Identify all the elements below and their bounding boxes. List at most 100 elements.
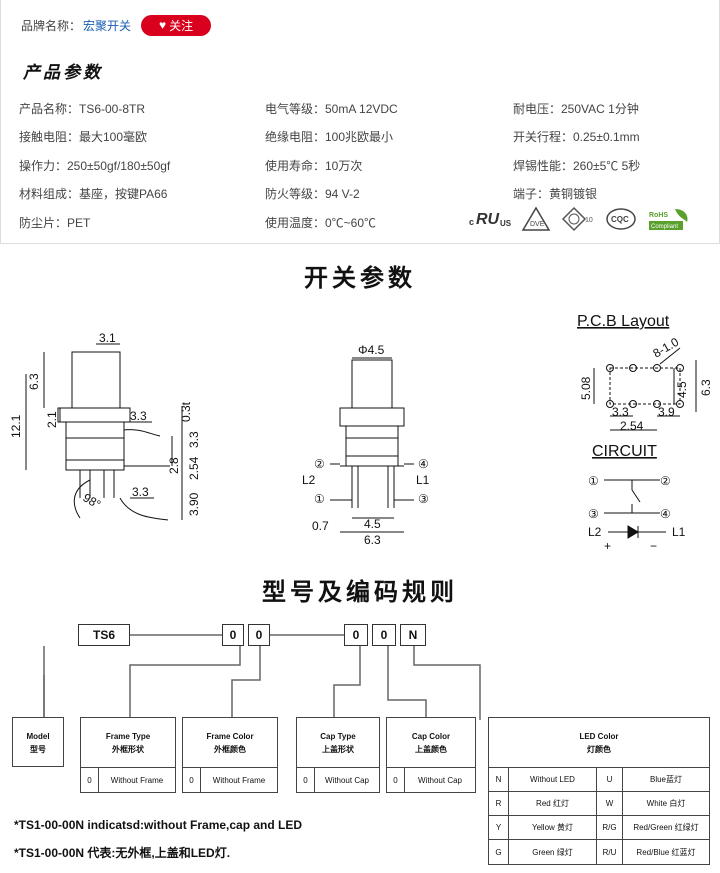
option-frame-type: Frame Type 外框形状 0 Without Frame [80, 717, 176, 793]
dim-label: 2.54 [620, 419, 644, 433]
param-cell: 使用寿命：10万次 [265, 158, 363, 173]
option-cap-color: Cap Color 上盖颜色 0 Without Cap [386, 717, 476, 793]
led-label: L2 [588, 525, 602, 539]
led-option-row: G Green 绿灯 R/U Red/Blue 红蓝灯 [489, 840, 709, 864]
cqc-cert-icon: CQC [606, 208, 636, 230]
option-cap-type: Cap Type 上盖形状 0 Without Cap [296, 717, 380, 793]
param-row: 材料组成：基座，按键PA66 防火等级：94 V-2 端子：黄铜镀银 [19, 180, 709, 209]
option-frame-color: Frame Color 外框颜色 0 Without Frame [182, 717, 278, 793]
note-en: *TS1-00-00N indicatsd:without Frame,cap … [14, 818, 303, 832]
option-title-en: LED Color [579, 731, 619, 741]
option-title-zh: 上盖形状 [322, 744, 354, 754]
param-row: 接触电阻：最大100毫欧 绝缘电阻：100兆欧最小 开关行程：0.25±0.1m… [19, 123, 709, 152]
led-code: Y [489, 816, 509, 839]
param-cell: 防尘片：PET [19, 215, 91, 230]
svg-text:US: US [500, 219, 511, 228]
option-model: Model 型号 [12, 717, 64, 767]
option-value: Without Frame [110, 775, 164, 785]
side-view-drawing: 3.1 6.3 12.1 2.1 3.3 0.3t 3.3 2.8 2.54 3… [9, 331, 201, 521]
param-row: 防尘片：PET 使用温度：0℃~60℃ [19, 208, 709, 237]
led-value: Without LED [509, 768, 597, 791]
pin-label: ② [660, 474, 671, 488]
led-code: W [597, 792, 623, 815]
option-code: 0 [183, 768, 201, 792]
option-title-zh: 型号 [30, 745, 46, 754]
option-header: Frame Type 外框形状 [81, 718, 175, 768]
circuit-drawing: CIRCUIT ① ② ③ ④ L2 L1 + − [588, 443, 686, 553]
option-code: 0 [387, 768, 405, 792]
switch-params-heading: 开关参数 [304, 264, 416, 292]
params-table: 产品名称：TS6-00-8TR 电气等级：50mA 12VDC 耐电压：250V… [19, 94, 709, 237]
dim-label: 12.1 [9, 414, 23, 438]
front-view-drawing: Φ4.5 ② ④ L2 L1 ① ③ 0.7 4.5 6.3 [302, 343, 430, 545]
pin-label: ① [314, 492, 325, 506]
svg-text:RU: RU [476, 211, 500, 228]
led-value: Blue蓝灯 [649, 775, 682, 784]
polarity-label: + [604, 539, 611, 553]
dim-label: 2.1 [45, 411, 59, 428]
option-title-en: Model [26, 732, 50, 741]
dim-label: 6.3 [27, 373, 41, 390]
param-cell: 接触电阻：最大100毫欧 [19, 130, 148, 145]
dim-label: 8-1.0 [651, 335, 682, 361]
dim-label: 3.1 [99, 331, 116, 345]
param-cell: 绝缘电阻：100兆欧最小 [265, 130, 394, 145]
coding-rules-heading: 型号及编码规则 [262, 578, 458, 606]
led-code: N [489, 768, 509, 791]
led-label: L1 [672, 525, 686, 539]
dim-label: 0.3t [179, 401, 193, 422]
param-cell: 端子：黄铜镀银 [513, 187, 598, 202]
circuit-title: CIRCUIT [592, 443, 657, 460]
option-title-zh: 灯颜色 [587, 744, 611, 754]
param-cell: 开关行程：0.25±0.1mm [513, 130, 640, 145]
dim-label: L2 [302, 473, 316, 487]
led-option-row: R Red 红灯 W White 白灯 [489, 792, 709, 816]
led-option-row: Y Yellow 黄灯 R/G Red/Green 红绿灯 [489, 816, 709, 840]
led-code: U [597, 768, 623, 791]
led-code: R [489, 792, 509, 815]
param-cell: 操作力：250±50gf/180±50gf [19, 158, 171, 173]
option-led-color: LED Color 灯颜色 N Without LED U Blue蓝灯 R R… [488, 717, 710, 865]
led-option-row: N Without LED U Blue蓝灯 [489, 768, 709, 792]
option-row: 0 Without Cap [387, 768, 475, 792]
pin-label: ④ [660, 507, 671, 521]
code-cap-color: 0 [372, 624, 396, 646]
code-frame-type: 0 [222, 624, 244, 646]
svg-text:DVE: DVE [530, 221, 545, 228]
svg-text:10: 10 [585, 217, 593, 224]
dim-label: Φ4.5 [358, 343, 385, 357]
dim-label: L1 [416, 473, 430, 487]
cert-logos: c RU US DVE 10 CQC RoHS Compliant [467, 206, 691, 232]
dim-label: 98° [81, 490, 104, 511]
led-code: R/U [597, 840, 623, 864]
option-code: 0 [297, 768, 315, 792]
option-header: Cap Type 上盖形状 [297, 718, 379, 768]
option-header: Model 型号 [13, 718, 63, 768]
led-value: White 白灯 [646, 799, 686, 808]
option-title-zh: 外框颜色 [214, 744, 246, 754]
option-value: Without Frame [212, 775, 266, 785]
follow-button[interactable]: ♥ 关注 [141, 14, 212, 36]
ul-cert-icon: c RU US [469, 211, 511, 228]
code-model: TS6 [78, 624, 130, 646]
polarity-label: − [650, 539, 657, 553]
param-row: 操作力：250±50gf/180±50gf 使用寿命：10万次 焊锡性能：260… [19, 151, 709, 180]
pin-label: ③ [418, 492, 429, 506]
led-value: Red/Blue 红蓝灯 [636, 847, 696, 857]
pin-label: ③ [588, 507, 599, 521]
led-value: Yellow 黄灯 [509, 816, 597, 839]
option-row: 0 Without Frame [183, 768, 277, 792]
pin-label: ② [314, 457, 325, 471]
dim-label: 6.3 [699, 379, 713, 396]
param-cell: 焊锡性能：260±5℃ 5秒 [513, 158, 641, 173]
dim-label: 3.3 [187, 431, 201, 448]
option-header: Frame Color 外框颜色 [183, 718, 277, 768]
brand-name-link[interactable]: 宏聚开关 [83, 18, 132, 33]
option-row: 0 Without Cap [297, 768, 379, 792]
led-value: Red/Green 红绿灯 [633, 823, 699, 832]
param-cell: 产品名称：TS6-00-8TR [19, 101, 146, 116]
svg-text:CQC: CQC [611, 215, 629, 224]
option-title-en: Cap Color [411, 731, 451, 741]
section-title: 产品参数 [23, 63, 103, 83]
option-value: Without Cap [417, 775, 463, 785]
